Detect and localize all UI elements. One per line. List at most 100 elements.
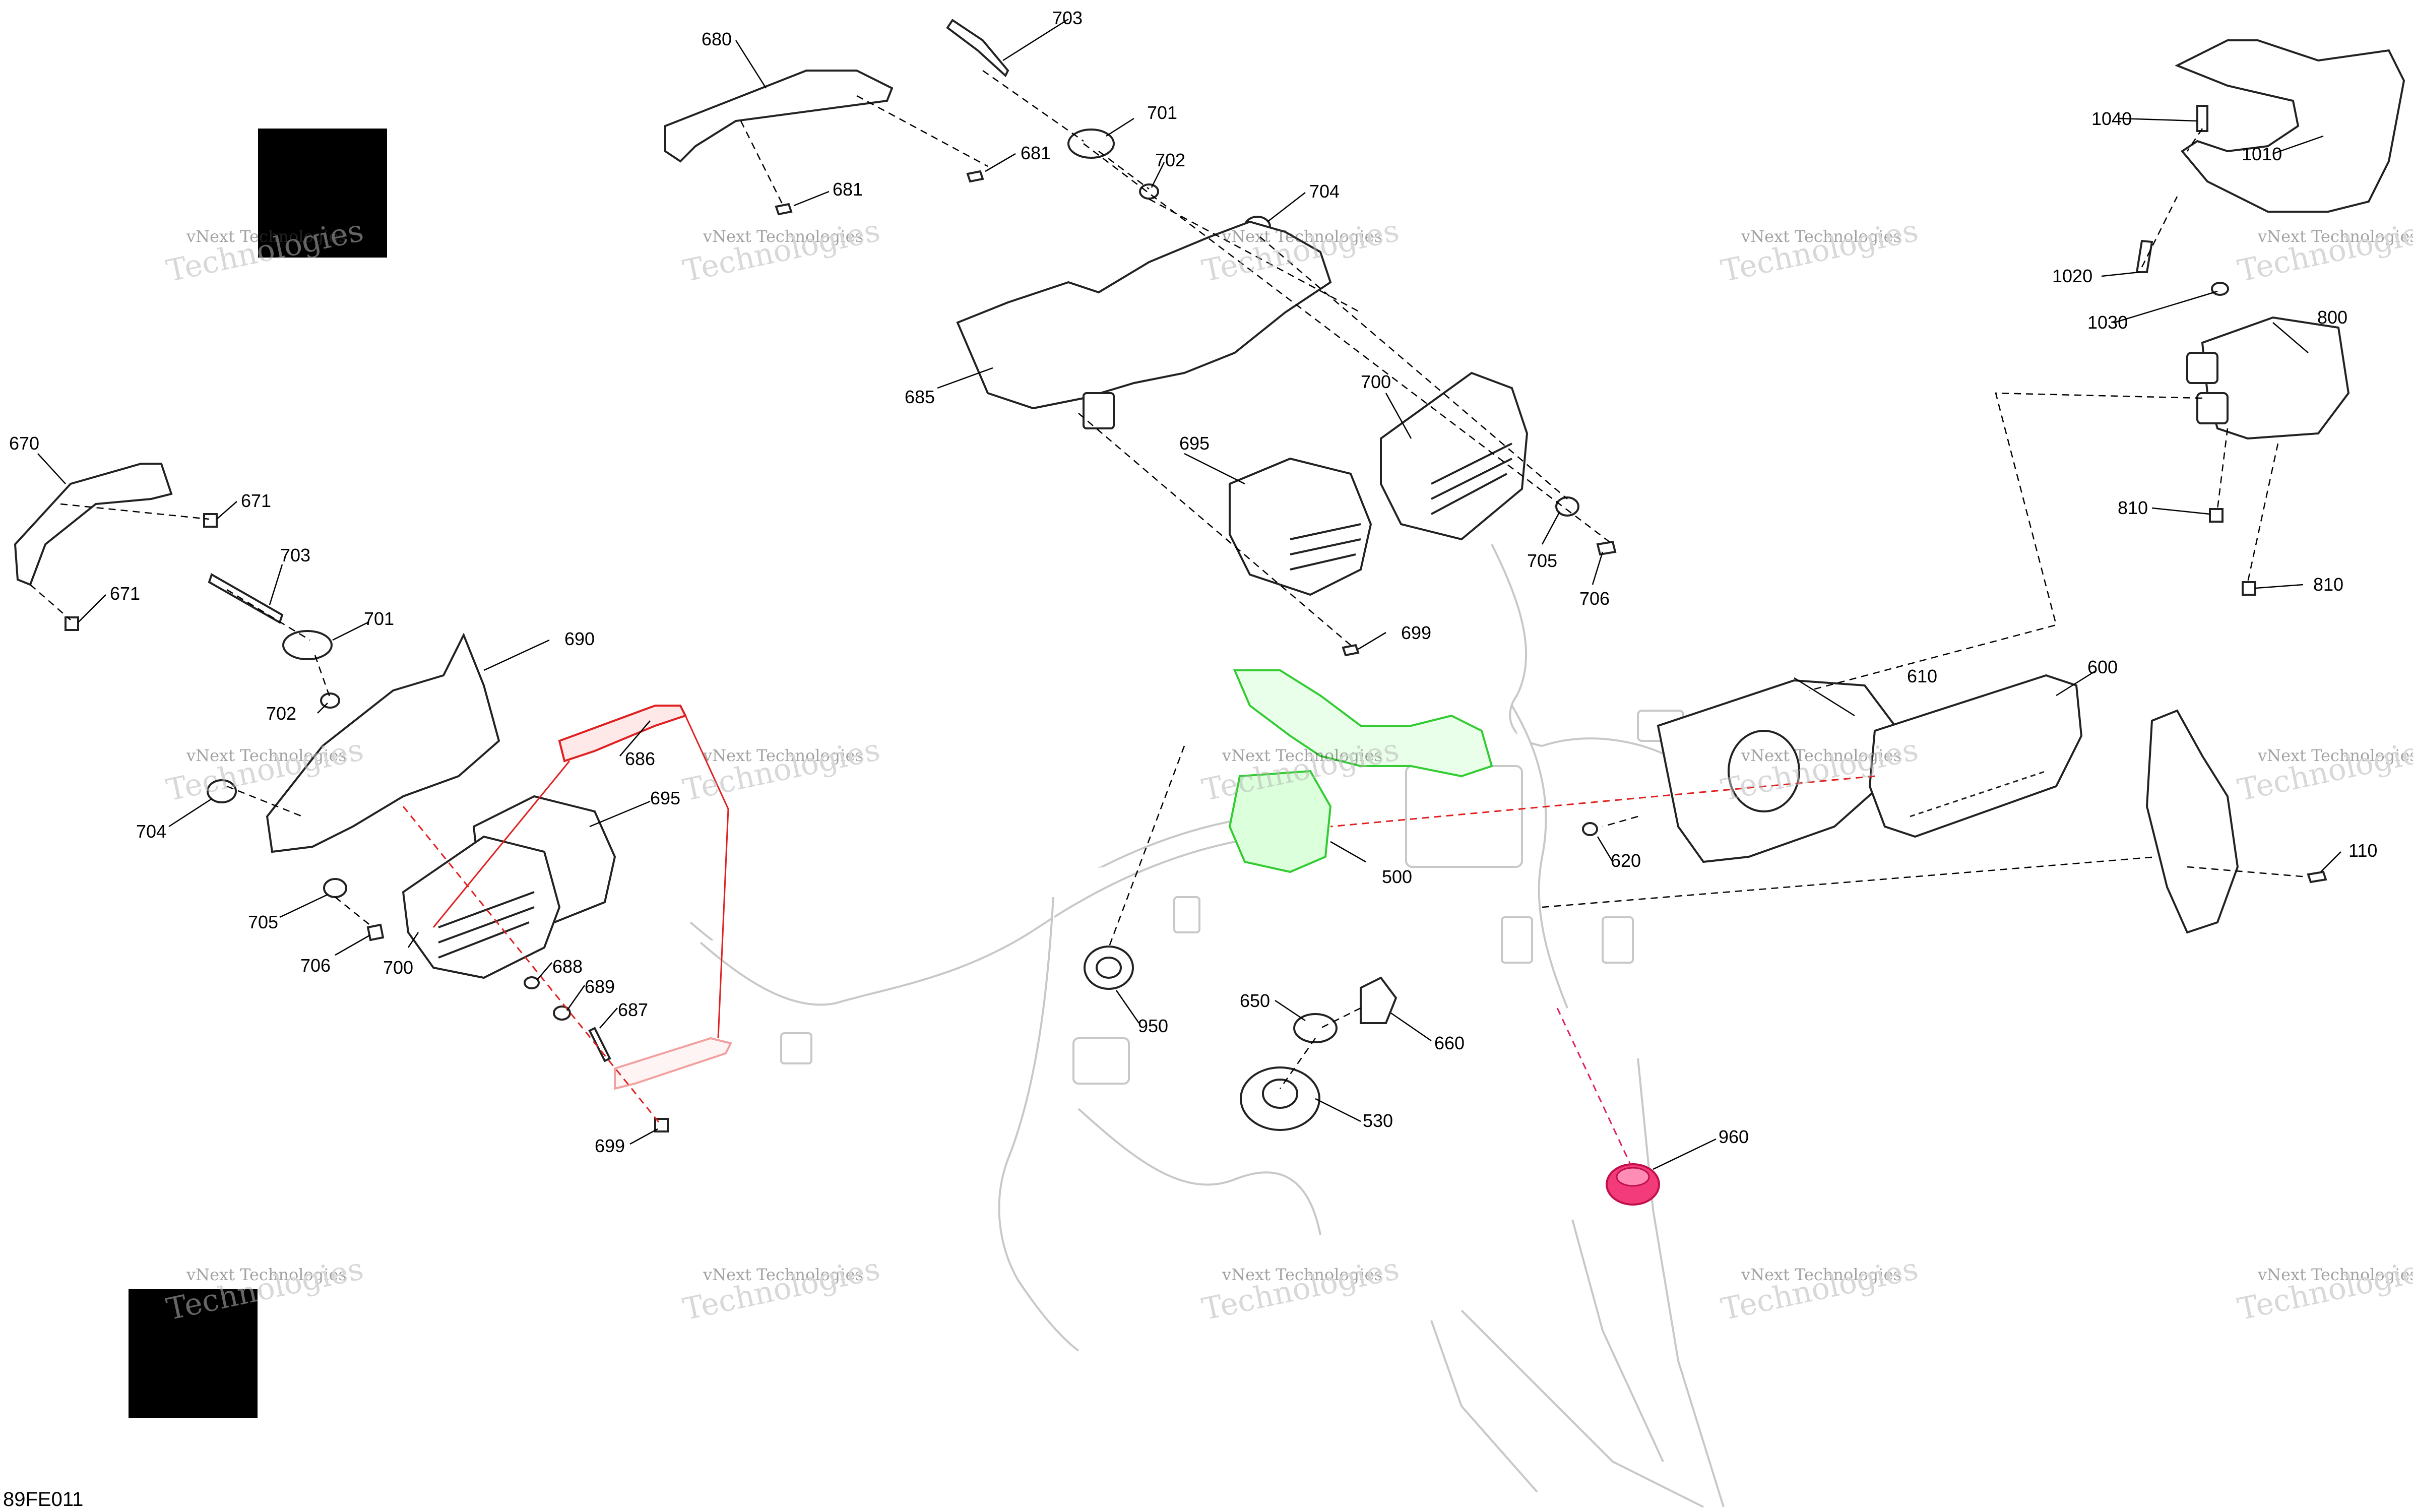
screw-810-b: [2242, 581, 2256, 596]
callout-687: 687: [618, 999, 648, 1020]
callout-960: 960: [1719, 1126, 1749, 1147]
callout-689: 689: [585, 976, 615, 997]
harness-green-highlight: [1228, 669, 1493, 873]
callout-690: 690: [564, 628, 595, 649]
callout-688: 688: [552, 956, 583, 977]
callout-706-top: 706: [1579, 588, 1610, 609]
screw-706-left: [366, 923, 385, 941]
switch-960-pink: [1606, 1163, 1660, 1206]
screw-681-left: [775, 203, 793, 216]
nut-620: [1582, 822, 1598, 836]
callout-700-top: 700: [1361, 371, 1391, 392]
callout-702-top: 702: [1155, 150, 1185, 170]
watermark-15a: vNext Technologies: [2257, 1265, 2413, 1284]
callout-699-top: 699: [1401, 622, 1431, 643]
assembly-lines: [30, 70, 2309, 1165]
callout-703-left: 703: [280, 545, 310, 565]
redaction-block-top: [258, 129, 387, 258]
callout-695-top: 695: [1179, 433, 1210, 454]
bracket-side-right: [2145, 709, 2239, 934]
watermark-10a: vNext Technologies: [2257, 746, 2413, 765]
washer-702-top: [1139, 183, 1159, 200]
callout-685: 685: [905, 387, 935, 407]
screw-681-top: [966, 170, 984, 183]
grommet-701-top: [1067, 129, 1115, 159]
screw-1040: [2196, 105, 2208, 132]
nut-689: [553, 1005, 571, 1021]
callout-686: 686: [625, 748, 655, 769]
watermark-14a: vNext Technologies: [1741, 1265, 1901, 1284]
callout-703-top: 703: [1052, 8, 1083, 28]
watermark-2a: vNext Technologies: [703, 227, 863, 246]
nut-1030: [2211, 282, 2229, 296]
screw-706-top: [1596, 540, 1617, 556]
callout-680: 680: [702, 29, 732, 49]
screw-671-b: [65, 616, 79, 631]
watermark-14b: Technologies: [1718, 1251, 1921, 1328]
callout-620: 620: [1611, 850, 1641, 871]
bracket-1010: [2175, 39, 2405, 213]
callout-670: 670: [9, 433, 39, 454]
callout-1010: 1010: [2242, 144, 2282, 164]
watermark-4b: Technologies: [1718, 213, 1921, 289]
callout-800: 800: [2317, 307, 2347, 328]
screw-671-a: [203, 513, 218, 528]
callout-705-top: 705: [1527, 550, 1557, 571]
module-800: [2186, 316, 2350, 440]
callout-610: 610: [1907, 666, 1937, 686]
watermark-8a: vNext Technologies: [1222, 746, 1382, 765]
callout-660: 660: [1434, 1033, 1465, 1053]
callout-702-left: 702: [266, 703, 296, 724]
watermark-11b: Technologies: [163, 1251, 366, 1328]
callout-1020: 1020: [2052, 266, 2092, 286]
callout-704-left: 704: [136, 821, 166, 842]
bracket-685: [956, 220, 1332, 429]
grommet-701-left: [282, 630, 333, 660]
redaction-block-bottom: [129, 1289, 258, 1418]
figure-code: 89FE011: [3, 1488, 84, 1510]
screw-110: [2307, 870, 2327, 884]
ignition-950: [1084, 946, 1134, 990]
callout-706-left: 706: [300, 955, 331, 976]
module-700-left: [402, 835, 561, 979]
bolt-687: [588, 1027, 611, 1062]
module-695-top: [1229, 457, 1372, 596]
callout-110: 110: [2348, 840, 2377, 861]
bracket-670: [14, 463, 173, 586]
watermark-5a: vNext Technologies: [2257, 227, 2413, 246]
watermark-7a: vNext Technologies: [703, 746, 863, 765]
washer-702-left: [320, 692, 340, 709]
ring-650: [1293, 1013, 1338, 1043]
callout-704-top: 704: [1309, 181, 1340, 202]
bracket-690: [266, 633, 500, 853]
watermark-15b: Technologies: [2235, 1251, 2413, 1328]
washer-688: [524, 976, 540, 989]
screw-810-a: [2209, 508, 2224, 523]
callout-530: 530: [1363, 1110, 1393, 1131]
watermark-12a: vNext Technologies: [703, 1265, 863, 1284]
callout-671-b: 671: [110, 583, 140, 604]
wiring-harness: [689, 544, 1725, 1508]
callout-950: 950: [1138, 1016, 1168, 1036]
display-600: [1868, 674, 2083, 838]
callouts: 680 703 701 681 702 681 704 685 695 700 …: [9, 8, 2377, 1156]
bolt-703-top: [946, 19, 1009, 78]
watermark-13b: Technologies: [1199, 1251, 1402, 1328]
grommet-704-left: [207, 779, 237, 803]
module-700-top: [1380, 371, 1529, 541]
callout-695-left: 695: [650, 788, 680, 808]
callout-1040: 1040: [2091, 108, 2132, 129]
watermark-5b: Technologies: [2235, 213, 2413, 289]
callout-650: 650: [1240, 990, 1270, 1011]
watermark-4a: vNext Technologies: [1741, 227, 1901, 246]
callout-1030: 1030: [2087, 312, 2128, 333]
callout-700-left: 700: [383, 957, 413, 978]
watermark-12b: Technologies: [680, 1251, 883, 1328]
watermark-6a: vNext Technologies: [186, 746, 347, 765]
watermark-10b: Technologies: [2235, 732, 2413, 808]
watermark-11a: vNext Technologies: [186, 1265, 347, 1284]
callout-500: 500: [1382, 866, 1412, 887]
watermark-13a: vNext Technologies: [1222, 1265, 1382, 1284]
callout-701-top: 701: [1147, 102, 1177, 123]
